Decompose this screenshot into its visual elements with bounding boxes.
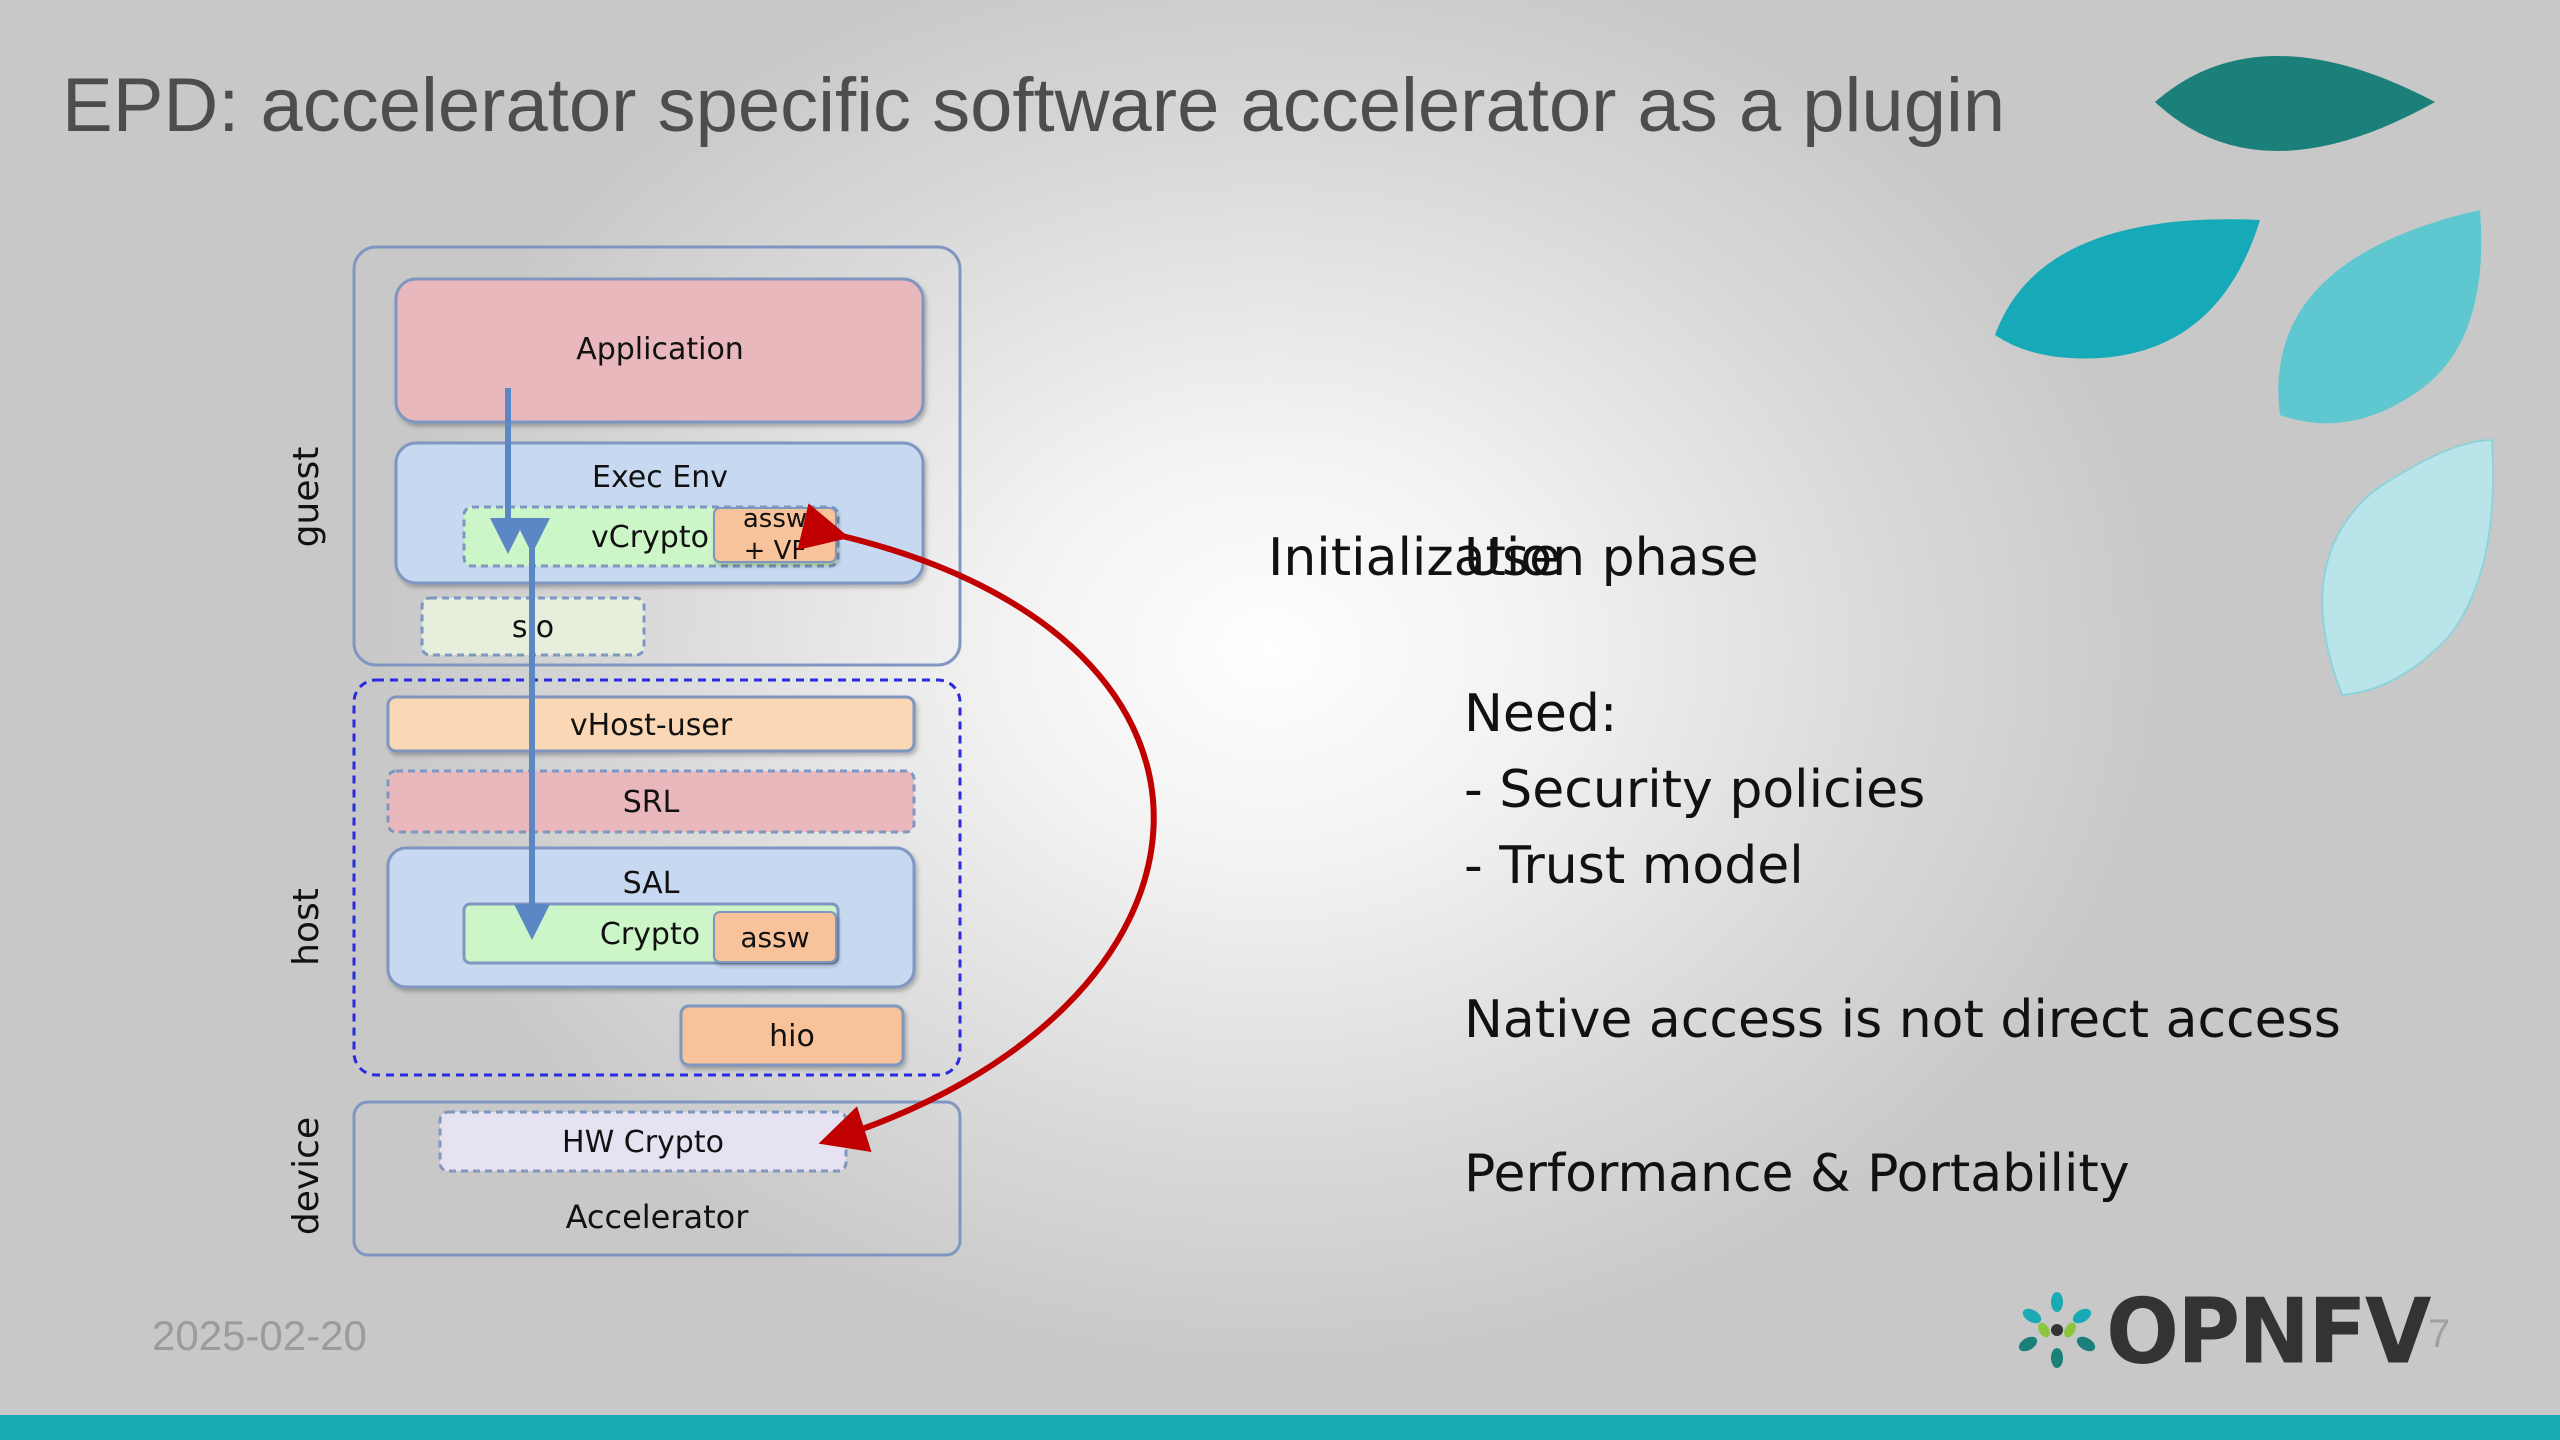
srl-label: SRL <box>623 785 680 820</box>
device-container <box>352 1100 962 1257</box>
accelerator-label: Accelerator <box>566 1198 750 1236</box>
footer-accent-bar <box>0 1415 2560 1440</box>
crypto-label: Crypto <box>600 917 700 952</box>
assw-vf-label-line2: + VF <box>744 536 807 566</box>
slide-title: EPD: accelerator specific software accel… <box>62 63 2006 148</box>
application-label: Application <box>576 332 744 367</box>
leaf-light-teal <box>2278 210 2482 424</box>
exec-env-label: Exec Env <box>592 460 728 495</box>
application-box <box>394 277 925 424</box>
need-item-security: - Security policies <box>1464 760 1926 820</box>
page-number: 7 <box>2428 1312 2451 1356</box>
vcrypto-label: vCrypto <box>591 520 709 555</box>
performance-text: Performance & Portability <box>1464 1144 2130 1204</box>
native-access-text: Native access is not direct access <box>1464 990 2341 1050</box>
hw-crypto-label: HW Crypto <box>562 1125 724 1160</box>
initialization-phase-text: Initialization phase <box>1268 528 1759 588</box>
guest-label: guest <box>286 447 327 548</box>
assw-vf-label-line1: assw <box>743 504 807 534</box>
sal-label: SAL <box>623 866 680 901</box>
hio-label: hio <box>769 1019 815 1054</box>
architecture-diagram: guest host device Application Exec Env v… <box>286 245 1157 1257</box>
opnfv-logo-icon <box>2018 1292 2096 1368</box>
need-heading: Need: <box>1464 684 1618 744</box>
leaf-pale-teal <box>2321 438 2495 697</box>
use-text: Use <box>1464 528 1562 588</box>
guest-container <box>352 245 962 667</box>
opnfv-logo-text: OPNFV <box>2106 1279 2431 1385</box>
vhost-user-label: vHost-user <box>570 708 733 743</box>
red-arrow-assw-to-hwcrypto <box>797 503 1157 1152</box>
need-item-trust: - Trust model <box>1464 836 1804 896</box>
assw-label: assw <box>740 921 809 954</box>
leaf-teal <box>1995 219 2260 359</box>
host-label: host <box>286 888 327 966</box>
leaf-dark-teal <box>2155 56 2435 151</box>
host-container <box>352 678 962 1077</box>
decorative-leaves <box>1995 56 2495 697</box>
device-label: device <box>286 1117 327 1235</box>
slide-date: 2025-02-20 <box>152 1312 367 1359</box>
